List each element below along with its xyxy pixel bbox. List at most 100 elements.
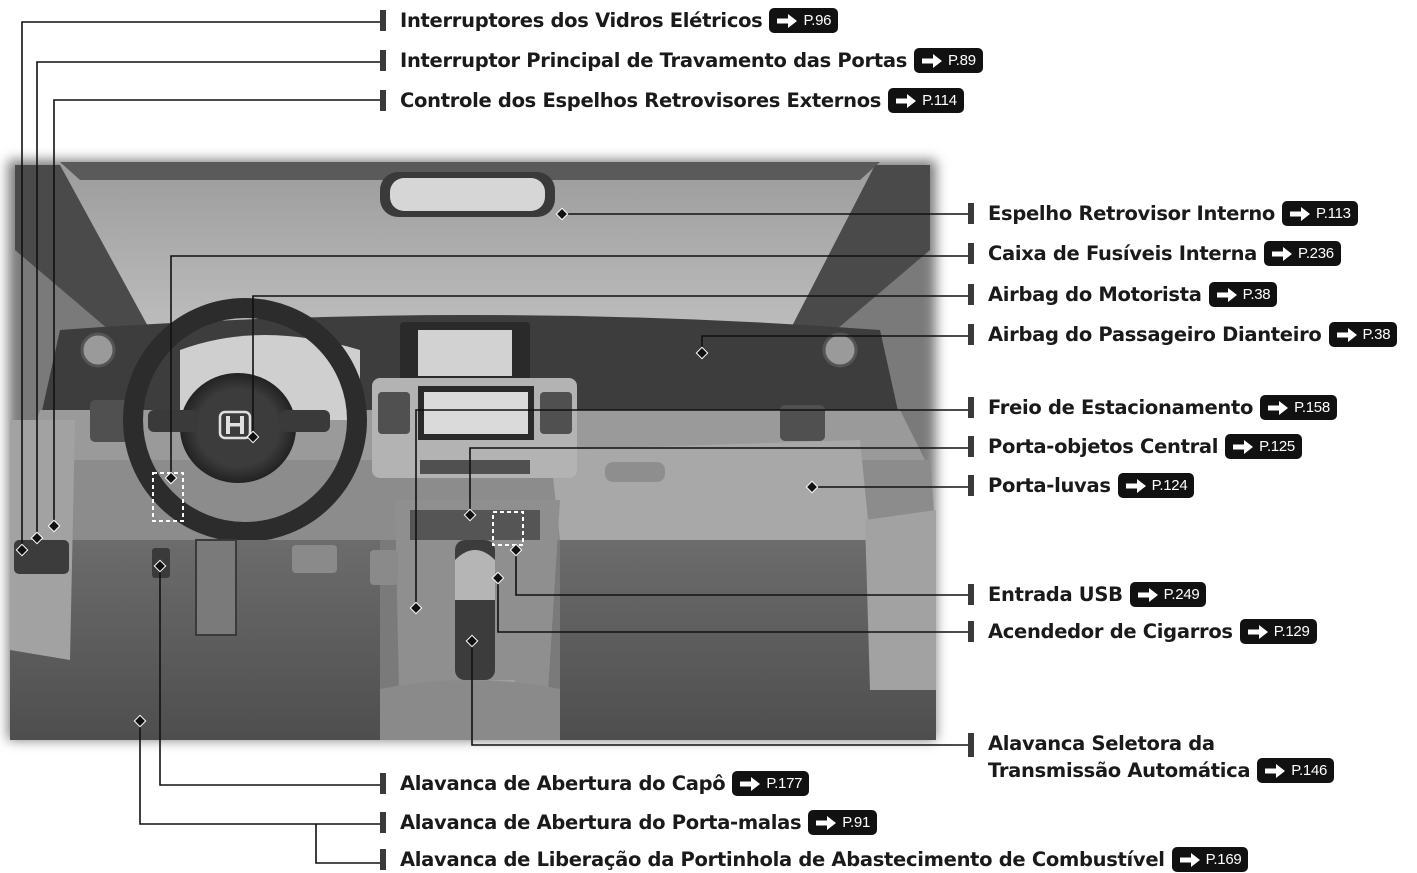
callout-power-window-switches <box>21 21 380 550</box>
callout-usb-port <box>515 550 968 596</box>
endpoint-dot <box>15 543 29 557</box>
label-text: Caixa de Fusíveis Interna <box>988 242 1258 265</box>
label-mirror-controls: Controle dos Espelhos Retrovisores Exter… <box>380 88 964 113</box>
label-text: Airbag do Motorista <box>988 283 1202 306</box>
endpoint-dot <box>805 480 819 494</box>
callout-lines <box>21 21 968 864</box>
endpoint-dot <box>246 430 260 444</box>
right-arrow-icon <box>1216 287 1237 302</box>
page-ref-badge[interactable]: P.125 <box>1225 434 1302 459</box>
label-bar <box>968 397 974 418</box>
page-ref-badge[interactable]: P.114 <box>888 88 964 113</box>
label-bar <box>380 90 386 111</box>
right-arrow-icon <box>922 53 943 68</box>
label-text: Interruptor Principal de Travamento das … <box>400 49 908 72</box>
callout-driver-airbag <box>252 295 968 437</box>
label-text: Acendedor de Cigarros <box>988 620 1233 643</box>
page-ref-badge[interactable]: P.236 <box>1264 241 1341 266</box>
label-passenger-airbag: Airbag do Passageiro Dianteiro P.38 <box>968 322 1398 347</box>
label-bar <box>968 243 974 264</box>
honda-logo <box>218 410 252 440</box>
endpoint-dot <box>465 634 479 648</box>
endpoint-dot <box>695 346 709 360</box>
endpoint-dot <box>164 471 178 485</box>
page-ref-text: P.177 <box>766 775 803 792</box>
label-text: Alavanca de Abertura do Capô <box>400 772 726 795</box>
label-bar <box>380 10 386 31</box>
label-bar <box>968 733 974 757</box>
page-ref-badge[interactable]: P.38 <box>1328 322 1398 347</box>
page-ref-text: P.89 <box>948 52 976 69</box>
endpoint-dot <box>409 601 423 615</box>
page-ref-badge[interactable]: P.129 <box>1239 619 1317 644</box>
callout-hood-release <box>159 566 380 786</box>
label-text: Interruptores dos Vidros Elétricos <box>400 9 763 32</box>
label-rearview-mirror: Espelho Retrovisor Interno P.113 <box>968 201 1358 226</box>
label-bar <box>968 584 974 605</box>
label-text: Alavanca de Liberação da Portinhola de A… <box>400 848 1165 871</box>
callout-center-pocket <box>469 447 968 515</box>
right-arrow-icon <box>777 13 798 28</box>
right-arrow-icon <box>1247 624 1268 639</box>
right-arrow-icon <box>1265 763 1286 778</box>
page-ref-badge[interactable]: P.113 <box>1282 201 1358 226</box>
label-text: Espelho Retrovisor Interno <box>988 202 1276 225</box>
page-ref-badge[interactable]: P.96 <box>769 8 839 33</box>
page-ref-badge[interactable]: P.38 <box>1208 282 1278 307</box>
label-bar <box>968 436 974 457</box>
label-cigarette-lighter: Acendedor de Cigarros P.129 <box>968 619 1317 644</box>
label-bar <box>968 621 974 642</box>
endpoint-dot <box>463 508 477 522</box>
label-bar <box>968 475 974 496</box>
label-text: Freio de Estacionamento <box>988 396 1254 419</box>
page-ref-badge[interactable]: P.89 <box>914 48 983 73</box>
page-ref-text: P.158 <box>1294 399 1330 416</box>
right-arrow-icon <box>1336 327 1357 342</box>
label-fuse-box: Caixa de Fusíveis Interna P.236 <box>968 241 1341 266</box>
label-text-block: Alavanca Seletora da Transmissão Automát… <box>988 730 1335 784</box>
label-parking-brake: Freio de Estacionamento P.158 <box>968 395 1337 420</box>
page-ref-badge[interactable]: P.124 <box>1117 473 1195 498</box>
label-trunk-release: Alavanca de Abertura do Porta-malas P.91 <box>380 810 878 835</box>
right-arrow-icon <box>816 815 837 830</box>
page-ref-badge[interactable]: P.249 <box>1129 582 1207 607</box>
right-arrow-icon <box>1233 439 1254 454</box>
page-ref-text: P.236 <box>1298 245 1334 262</box>
page-ref-badge[interactable]: P.146 <box>1257 758 1335 783</box>
callout-fuel-door-release <box>315 824 380 864</box>
label-text: Porta-luvas <box>988 474 1111 497</box>
endpoint-dot <box>30 531 44 545</box>
label-glove-box: Porta-luvas P.124 <box>968 473 1195 498</box>
label-text: Entrada USB <box>988 583 1123 606</box>
label-bar <box>968 324 974 345</box>
label-text: Airbag do Passageiro Dianteiro <box>988 323 1322 346</box>
page-ref-badge[interactable]: P.169 <box>1171 847 1249 872</box>
label-text-line1: Alavanca Seletora da <box>988 732 1215 755</box>
page-ref-badge[interactable]: P.158 <box>1260 395 1337 420</box>
label-text-line2: Transmissão Automática <box>988 759 1251 782</box>
page-ref-text: P.114 <box>922 92 957 109</box>
label-power-window-switches: Interruptores dos Vidros Elétricos P.96 <box>380 8 839 33</box>
label-bar <box>968 284 974 305</box>
page-ref-text: P.249 <box>1163 586 1200 603</box>
label-hood-release: Alavanca de Abertura do Capô P.177 <box>380 771 810 796</box>
page-ref-badge[interactable]: P.91 <box>808 810 878 835</box>
page-ref-text: P.91 <box>842 814 871 831</box>
page-ref-text: P.146 <box>1291 762 1328 779</box>
page-ref-text: P.96 <box>803 12 832 29</box>
right-arrow-icon <box>1290 206 1311 221</box>
page-ref-text: P.38 <box>1362 326 1391 343</box>
label-line2-row: Transmissão Automática P.146 <box>988 757 1335 784</box>
label-text: Controle dos Espelhos Retrovisores Exter… <box>400 89 882 112</box>
endpoint-dot <box>133 714 147 728</box>
page-ref-badge[interactable]: P.177 <box>732 771 810 796</box>
label-fuel-door-release: Alavanca de Liberação da Portinhola de A… <box>380 847 1249 872</box>
right-arrow-icon <box>1179 852 1200 867</box>
label-center-pocket: Porta-objetos Central P.125 <box>968 434 1302 459</box>
page-ref-text: P.129 <box>1273 623 1310 640</box>
endpoint-dot <box>509 543 523 557</box>
right-arrow-icon <box>896 93 917 108</box>
page-ref-text: P.125 <box>1259 438 1295 455</box>
page-ref-text: P.38 <box>1242 286 1271 303</box>
label-text: Porta-objetos Central <box>988 435 1219 458</box>
